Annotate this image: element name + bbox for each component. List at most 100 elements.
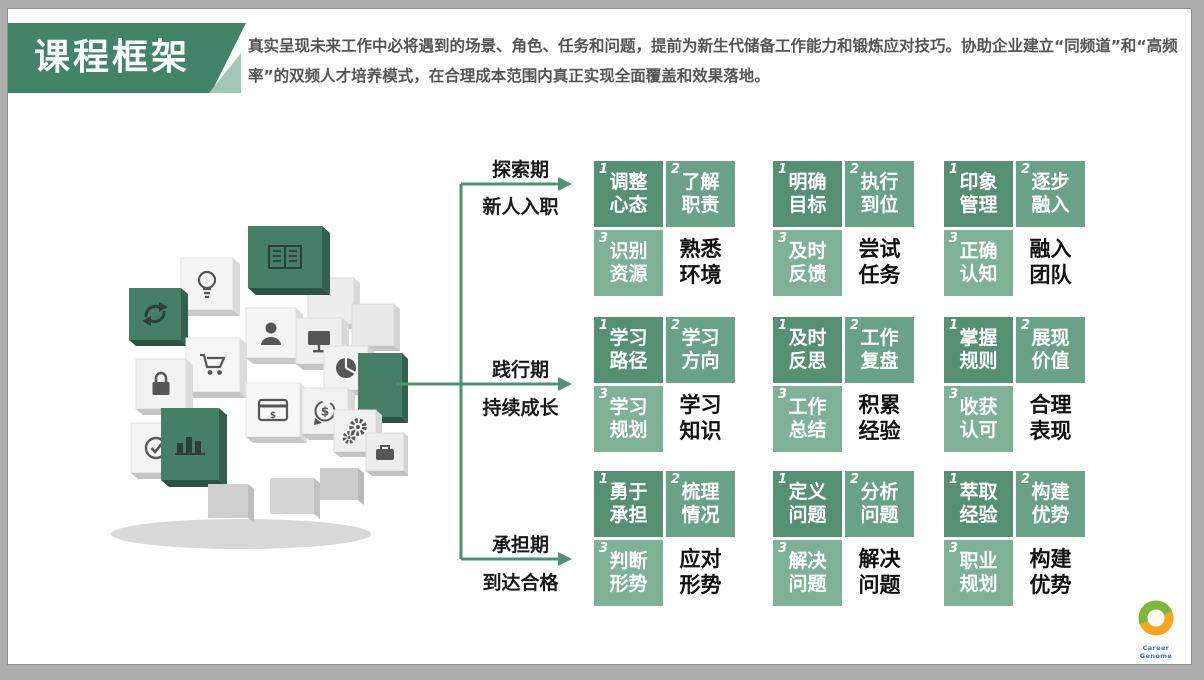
step-number: 2 [671,162,681,177]
summary-tile: 解决问题 [845,540,914,606]
step-number: 1 [778,318,788,333]
step-number: 3 [949,387,959,402]
tile-label: 执行到位 [860,170,899,216]
stage-1-phase-label: 新人入职 [482,196,559,218]
monitor-icon [308,331,330,353]
lightbulb-cube [180,257,240,316]
summary-tile: 学习知识 [666,386,735,452]
summary-tile: 熟悉环境 [666,230,735,296]
tile-label: 学习路径 [609,326,648,372]
lock-cube [135,358,193,415]
pie-chart-icon [336,357,357,378]
lock-icon [152,371,170,395]
cart-icon [200,353,226,375]
step-number: 1 [949,472,959,487]
stage-3-phase-label: 到达合格 [482,572,559,594]
tile-label: 收获认可 [959,395,998,441]
tile-label: 工作总结 [788,395,827,441]
book-cube [248,226,330,295]
tile-label: 学习方向 [681,326,720,372]
step-number: 3 [778,387,788,402]
tile-label: 萃取经验 [959,480,998,526]
stage-connector-arrows [396,177,572,566]
tile-label: 尝试任务 [858,237,901,287]
step-number: 2 [1021,472,1031,487]
intro-paragraph: 真实呈现未来工作中必将遇到的场景、角色、任务和问题，提前为新生代储备工作能力和锻… [248,37,1178,86]
summary-tile: 积累经验 [845,386,914,452]
tile-label: 分析问题 [860,480,899,526]
title-banner: 课程框架 [8,23,248,93]
tile-label: 及时反馈 [788,239,827,285]
summary-tile: 合理表现 [1016,386,1085,452]
tile-label: 调整心态 [609,170,648,216]
step-number: 2 [850,162,860,177]
tile-label: 正确认知 [959,239,998,285]
step-number: 3 [949,541,959,556]
tile-label: 了解职责 [681,170,720,216]
user-cube [245,307,303,364]
lightbulb-icon [197,270,217,299]
stage-2-phase-label: 持续成长 [482,397,559,419]
step-number: 2 [850,318,860,333]
tile-label: 掌握规则 [959,326,998,372]
tile-label: 逐步融入 [1031,170,1070,216]
cube-shadow [111,519,371,549]
tile-label: 解决问题 [858,547,901,597]
svg-text:$: $ [270,411,276,421]
step-number: 3 [778,541,788,556]
tile-label: 勇于承担 [609,480,648,526]
tile-label: 融入团队 [1029,237,1072,287]
monitor-cube [295,317,349,370]
tile-label: 应对形势 [679,547,722,597]
plain-cube [351,303,400,351]
gears-icon [342,418,367,444]
step-number: 2 [1021,162,1031,177]
cube-graphic-image: $ $ [111,226,408,549]
briefcase-cube [365,432,408,476]
credit-card-icon: $ [257,398,289,422]
page-title: 课程框架 [34,37,191,78]
tile-label: 职业规划 [959,549,998,595]
tile-label: 解决问题 [788,549,827,595]
logo-swirl-icon [1138,600,1174,636]
step-number: 1 [949,318,959,333]
cart-cube [185,337,247,398]
tile-label: 学习知识 [679,393,722,443]
step-number: 3 [599,541,609,556]
tile-label: 构建优势 [1031,480,1070,526]
step-number: 2 [671,318,681,333]
company-logo: Career Genome [1126,599,1186,660]
credit-card-cube: $ [245,382,307,443]
step-number: 3 [949,231,959,246]
tile-label: 构建优势 [1029,547,1072,597]
step-number: 1 [599,472,609,487]
sync-icon [142,302,168,326]
step-number: 1 [949,162,959,177]
tile-label: 识别资源 [609,239,648,285]
book-icon [268,245,302,269]
slide: 课程框架 真实呈现未来工作中必将遇到的场景、角色、任务和问题，提前为新生代储备工… [7,8,1192,665]
